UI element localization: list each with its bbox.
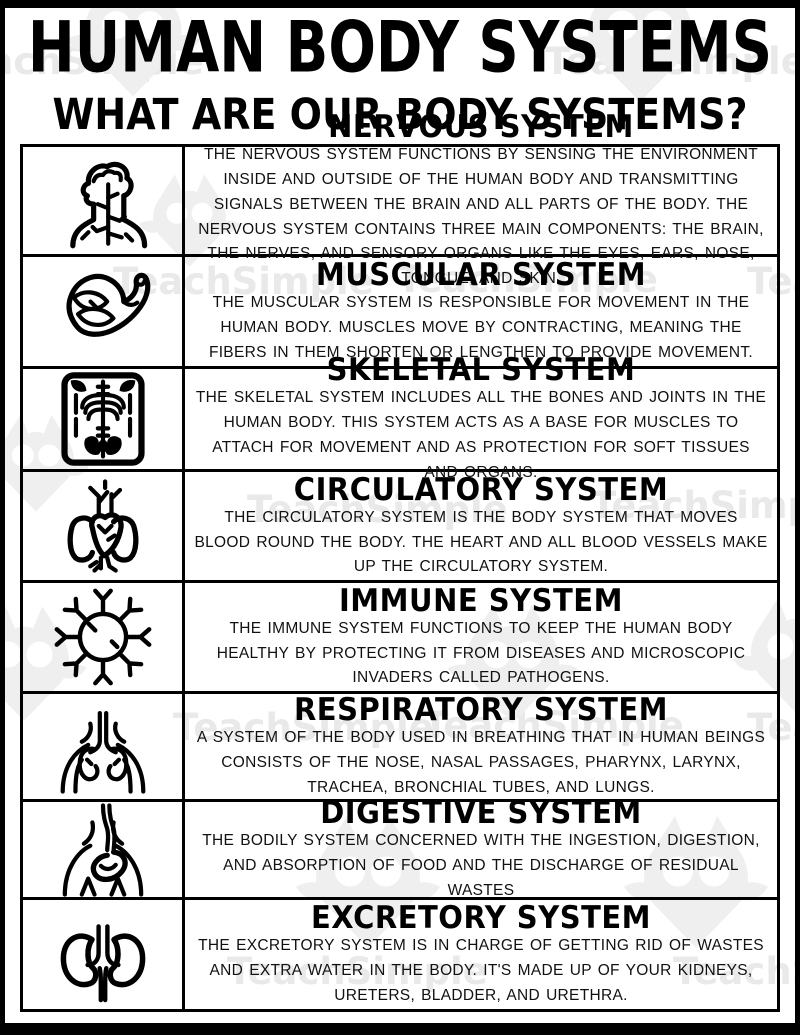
- system-name: NERVOUS SYSTEM: [328, 107, 634, 145]
- muscular-system-icon: [23, 257, 185, 366]
- system-description: THE BODILY SYSTEM CONCERNED WITH THE ING…: [202, 832, 760, 899]
- nervous-system-icon: [23, 147, 185, 254]
- system-description: THE IMMUNE SYSTEM FUNCTIONS TO KEEP THE …: [216, 619, 746, 687]
- respiratory-system-icon: [23, 694, 185, 799]
- system-name: DIGESTIVE SYSTEM: [320, 793, 642, 831]
- system-description: THE SKELETAL SYSTEM INCLUDES ALL THE BON…: [195, 389, 767, 481]
- system-name: IMMUNE SYSTEM: [339, 581, 623, 619]
- system-description: THE NERVOUS SYSTEM FUNCTIONS BY SENSING …: [198, 146, 764, 288]
- system-name: SKELETAL SYSTEM: [326, 351, 636, 388]
- system-description: THE CIRCULATORY SYSTEM IS THE BODY SYSTE…: [194, 508, 768, 576]
- digestive-system-icon: [23, 802, 185, 897]
- excretory-system-icon: [23, 900, 185, 1009]
- system-name: RESPIRATORY SYSTEM: [293, 690, 669, 728]
- system-description: THE EXCRETORY SYSTEM IS IN CHARGE OF GET…: [198, 937, 764, 1004]
- immune-system-icon: [23, 583, 185, 691]
- system-name: MUSCULAR SYSTEM: [315, 255, 647, 293]
- circulatory-system-icon: [23, 472, 185, 580]
- system-name: CIRCULATORY SYSTEM: [293, 470, 669, 508]
- system-description: A SYSTEM OF THE BODY USED IN BREATHING T…: [196, 729, 766, 796]
- skeletal-system-icon: [23, 369, 185, 469]
- system-description: THE MUSCULAR SYSTEM IS RESPONSIBLE FOR M…: [208, 294, 754, 361]
- system-name: EXCRETORY SYSTEM: [310, 898, 652, 936]
